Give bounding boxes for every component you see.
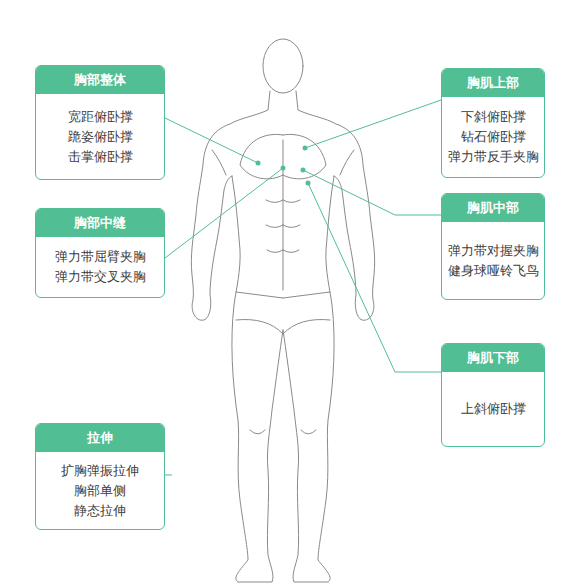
exercise-name: 下斜俯卧撑 [446, 107, 540, 127]
center-line [283, 140, 284, 290]
callout-heading: 胸部整体 [36, 66, 164, 94]
callout-heading: 胸部中缝 [36, 209, 164, 237]
torso-leg-outline [283, 176, 334, 582]
pec-outline [240, 134, 283, 178]
callout-box: 胸肌上部下斜俯卧撑钻石俯卧撑弹力带反手夹胸 [441, 68, 545, 178]
exercise-name: 扩胸弹振拉伸 [53, 461, 147, 481]
pec-outline [283, 134, 326, 178]
exercise-name: 弹力带反手夹胸 [446, 147, 540, 167]
callout-heading: 胸肌上部 [442, 69, 544, 97]
leader-dot [281, 166, 286, 171]
leader-line [305, 100, 441, 148]
callout-box: 胸部整体宽距俯卧撑跪姿俯卧撑击掌俯卧撑 [35, 65, 165, 180]
leader-dot [256, 161, 261, 166]
callout-box: 拉伸扩胸弹振拉伸胸部单侧 静态拉伸 [35, 423, 165, 530]
callout-body: 宽距俯卧撑跪姿俯卧撑击掌俯卧撑 [36, 94, 164, 179]
leader-line [165, 475, 172, 476]
callout-box: 胸肌下部上斜俯卧撑 [441, 343, 545, 447]
briefs-lines [236, 292, 283, 334]
head-outline [263, 39, 303, 93]
leader-dot [306, 181, 311, 186]
leader-line [165, 168, 283, 258]
callout-body: 下斜俯卧撑钻石俯卧撑弹力带反手夹胸 [442, 97, 544, 177]
callout-heading: 胸肌下部 [442, 344, 544, 372]
exercise-name: 击掌俯卧撑 [42, 147, 158, 167]
ab-lines [283, 200, 300, 253]
exercise-name: 跪姿俯卧撑 [42, 127, 158, 147]
exercise-name: 弹力带对握夹胸 [446, 241, 540, 261]
figure-right-half [283, 91, 375, 582]
leader-line [303, 170, 441, 215]
exercise-name: 宽距俯卧撑 [42, 107, 158, 127]
leader-dot [301, 168, 306, 173]
callout-body: 上斜俯卧撑 [442, 372, 544, 446]
exercise-name: 上斜俯卧撑 [446, 399, 540, 419]
leader-dots [256, 146, 311, 186]
callout-heading: 拉伸 [36, 424, 164, 452]
exercise-name: 健身球哑铃飞鸟 [446, 261, 540, 281]
callout-box: 胸肌中部弹力带对握夹胸健身球哑铃飞鸟 [441, 193, 545, 300]
leader-dot [303, 146, 308, 151]
leader-lines [165, 100, 441, 475]
callout-body: 扩胸弹振拉伸胸部单侧 静态拉伸 [36, 452, 164, 529]
knee-line [250, 430, 265, 434]
exercise-name: 弹力带屈臂夹胸 [42, 247, 158, 267]
callout-heading: 胸肌中部 [442, 194, 544, 222]
exercise-name: 钻石俯卧撑 [446, 127, 540, 147]
torso-leg-outline [232, 176, 283, 582]
arm-outline [296, 91, 375, 320]
exercise-name: 弹力带交叉夹胸 [42, 267, 158, 287]
exercise-name: 胸部单侧 静态拉伸 [53, 481, 147, 521]
ab-lines [266, 200, 283, 253]
bicep-line [340, 150, 354, 175]
callout-body: 弹力带对握夹胸健身球哑铃飞鸟 [442, 222, 544, 299]
human-figure [191, 39, 374, 582]
leader-line [308, 183, 441, 372]
callout-box: 胸部中缝弹力带屈臂夹胸弹力带交叉夹胸 [35, 208, 165, 298]
arm-outline [191, 91, 270, 320]
briefs-lines [283, 292, 330, 334]
leader-line [165, 118, 258, 163]
knee-line [301, 430, 316, 434]
callout-body: 弹力带屈臂夹胸弹力带交叉夹胸 [36, 237, 164, 297]
figure-left-half [191, 91, 283, 582]
bicep-line [212, 150, 226, 175]
